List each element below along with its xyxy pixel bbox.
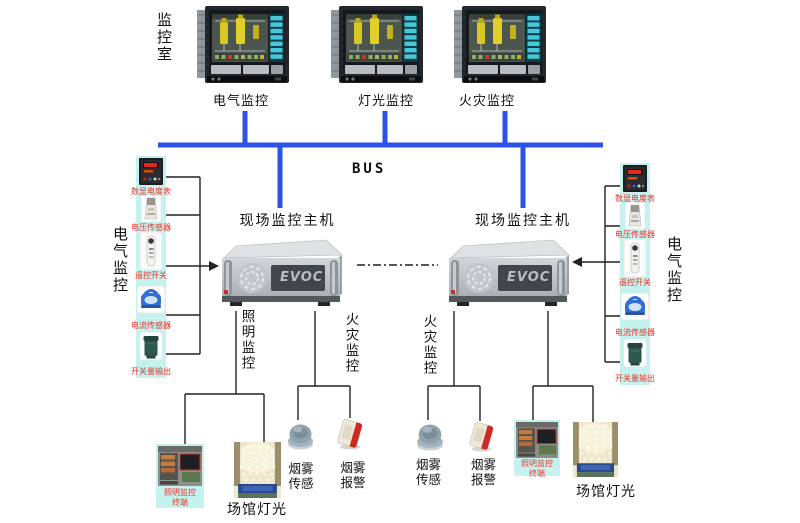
- smoke-alarm-icon: [337, 418, 364, 450]
- device-label: 遥控开关: [135, 271, 167, 280]
- smoke-sensor-label: 烟雾 传感: [288, 461, 314, 491]
- switch-output-icon: [140, 332, 163, 360]
- device-label: 电流传感器: [615, 328, 655, 337]
- smoke-sensor-icon: [416, 420, 444, 451]
- smoke-alarm-label: 烟雾 报警: [470, 457, 496, 487]
- sidebar-right-group-label: 电气监控: [665, 236, 683, 304]
- device-label: 数显电度表: [615, 194, 655, 203]
- device-label: 开关量输出: [615, 374, 655, 383]
- smoke-sensor-icon: [287, 420, 314, 450]
- device-label: 遥控开关: [619, 278, 651, 287]
- branch-label-lighting-left: 照明监控: [238, 309, 255, 371]
- sidebar-left-panel: 数显电度表 电压传感器 遥控开关 电流传感器 开关量输出: [131, 156, 171, 378]
- venue-lights-photo: [234, 442, 281, 498]
- voltage-sensor-icon: [141, 195, 161, 222]
- current-sensor-icon: [137, 286, 165, 313]
- lighting-terminal-card: 照明监控 终端: [514, 420, 560, 478]
- branch-label-fire-right: 火灾监控: [420, 314, 437, 376]
- industrial-monitor-icon: [331, 5, 423, 87]
- venue-lights-caption: 场馆灯光: [576, 484, 636, 500]
- sidebar-left-group-label: 电气监控: [111, 226, 129, 294]
- terminal-caption: 照明监控 终端: [521, 459, 553, 478]
- smoke-alarm-icon: [469, 421, 495, 452]
- digital-meter-icon: [139, 158, 163, 185]
- sidebar-right-panel: 数显电度表 电压传感器 遥控开关 电流传感器 开关量输出: [615, 163, 655, 385]
- terminal-caption: 照明监控 终端: [164, 488, 196, 507]
- device-label: 数显电度表: [131, 187, 171, 196]
- current-sensor-icon: [621, 293, 649, 320]
- host-label-right: 现场监控主机: [475, 213, 571, 229]
- voltage-sensor-icon: [625, 202, 645, 229]
- digital-meter-icon: [623, 165, 647, 192]
- switch-output-icon: [624, 339, 647, 367]
- room-label: 监控室: [155, 12, 173, 63]
- bus-label: BUS: [352, 161, 387, 177]
- device-label: 电压传感器: [615, 230, 655, 239]
- arrow-left-icon: [572, 257, 582, 267]
- host-logo-right: EVOC: [507, 270, 551, 285]
- monitor-label-electric: 电气监控: [212, 94, 269, 109]
- venue-lights-caption: 场馆灯光: [227, 502, 287, 518]
- host-logo-left: EVOC: [280, 270, 324, 285]
- industrial-monitor-icon: [454, 5, 546, 87]
- device-label: 电压传感器: [131, 223, 171, 232]
- remote-switch-icon: [624, 239, 646, 277]
- device-label: 开关量输出: [131, 367, 171, 376]
- device-label: 电流传感器: [131, 321, 171, 330]
- industrial-monitor-icon: [197, 5, 289, 87]
- bus-lines: [158, 111, 603, 208]
- lighting-terminal-photo: [516, 422, 558, 458]
- arrow-right-icon: [209, 261, 219, 271]
- venue-lights-photo: [573, 422, 618, 477]
- lighting-terminal-photo: [158, 446, 202, 486]
- monitor-label-fire: 火灾监控: [458, 94, 515, 109]
- lighting-terminal-card: 照明监控 终端: [156, 444, 204, 508]
- smoke-sensor-label: 烟雾 传感: [415, 457, 441, 487]
- smoke-alarm-label: 烟雾 报警: [340, 460, 366, 490]
- monitor-label-lighting: 灯光监控: [357, 94, 414, 109]
- remote-switch-icon: [140, 232, 162, 270]
- branch-label-fire-left: 火灾监控: [342, 312, 359, 374]
- host-label-left: 现场监控主机: [239, 213, 336, 229]
- signal-lines: [164, 176, 622, 444]
